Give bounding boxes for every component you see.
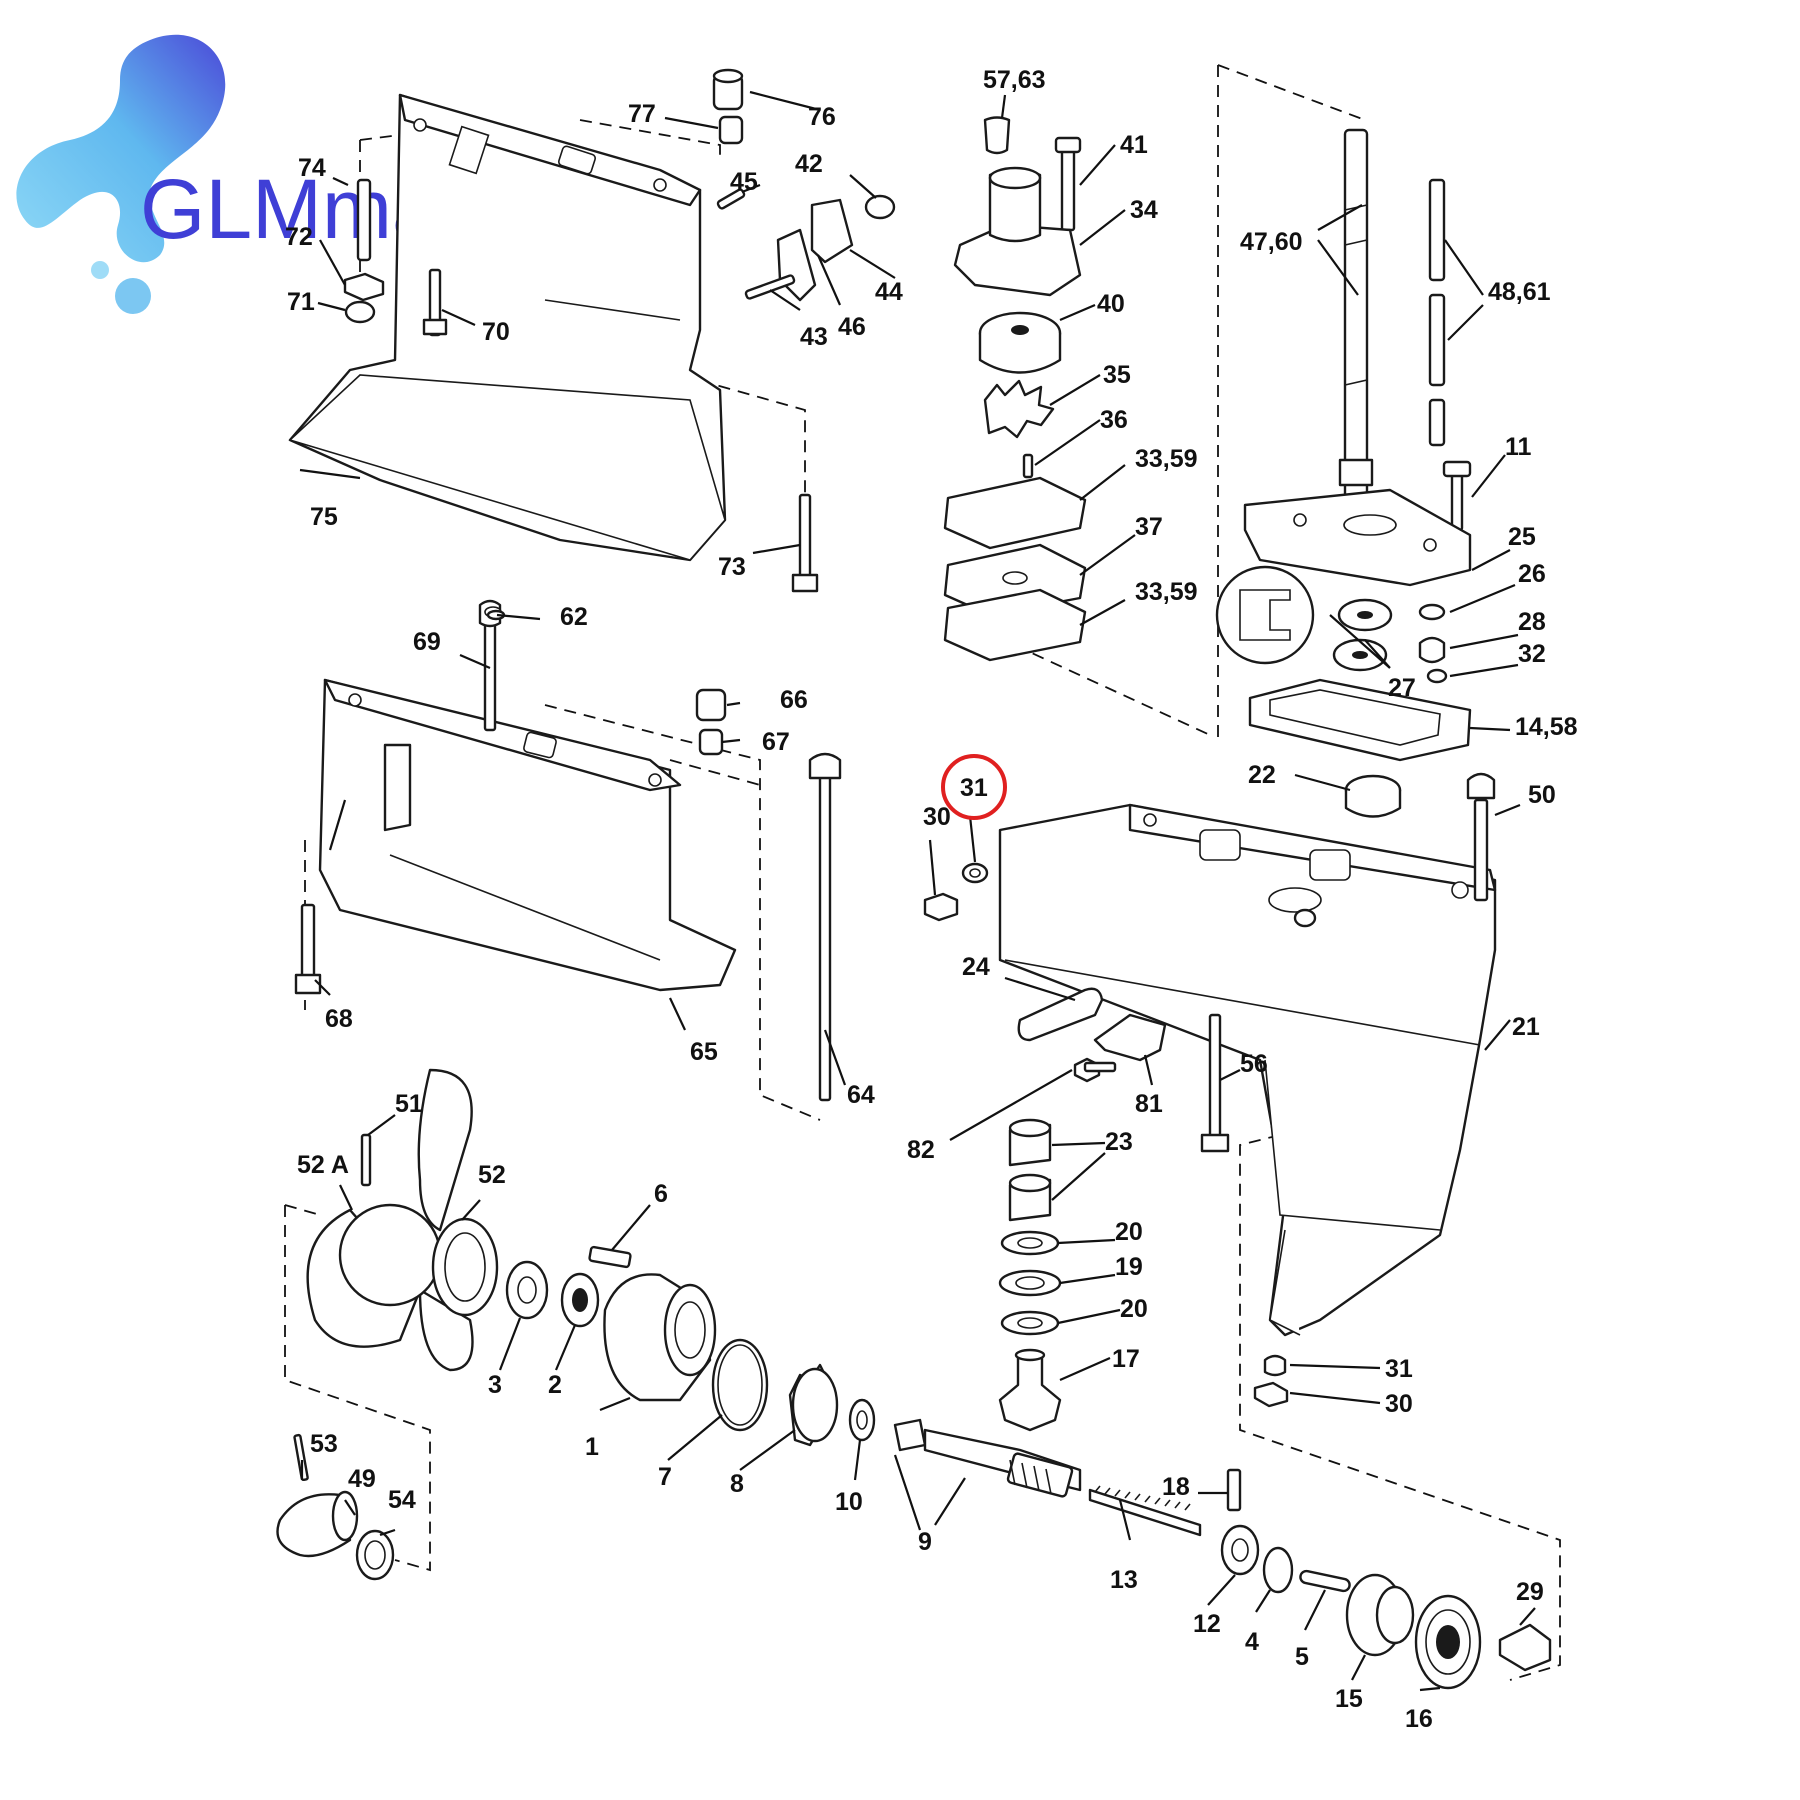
callout-52: 52 (478, 1161, 506, 1189)
leader-lines (299, 90, 1536, 1692)
callout-17: 17 (1112, 1345, 1140, 1373)
callout-9: 9 (918, 1528, 932, 1556)
callout-20-lower: 20 (1120, 1295, 1148, 1323)
water-pump-parts (943, 116, 1087, 662)
propeller-assembly (276, 1068, 499, 1581)
callout-28: 28 (1518, 608, 1546, 636)
callout-13: 13 (1110, 1566, 1138, 1594)
callout-31-lower: 31 (1385, 1355, 1413, 1383)
callout-62: 62 (560, 603, 588, 631)
callout-73: 73 (718, 553, 746, 581)
callout-6: 6 (654, 1180, 668, 1208)
callout-20-upper: 20 (1115, 1218, 1143, 1246)
highlight-circle (941, 754, 1007, 820)
callout-51: 51 (395, 1090, 423, 1118)
callout-64: 64 (847, 1081, 875, 1109)
callout-27: 27 (1388, 674, 1416, 702)
callout-67: 67 (762, 728, 790, 756)
driveshaft-housing-upper (288, 93, 727, 562)
callout-37: 37 (1135, 513, 1163, 541)
callout-16: 16 (1405, 1705, 1433, 1733)
callout-10: 10 (835, 1488, 863, 1516)
callout-57-63: 57,63 (983, 66, 1046, 94)
callout-54: 54 (388, 1486, 416, 1514)
callout-5: 5 (1295, 1643, 1309, 1671)
callout-70: 70 (482, 318, 510, 346)
logo-drop (115, 278, 151, 314)
pump-base-assembly (1215, 488, 1472, 762)
callout-44: 44 (875, 278, 903, 306)
callout-76: 76 (808, 103, 836, 131)
logo-drop-small (91, 261, 109, 279)
callout-labels: 74 72 71 70 75 73 77 76 45 42 44 43 46 5… (285, 66, 1578, 1733)
callout-21: 21 (1512, 1013, 1540, 1041)
pinion-stack (998, 1118, 1062, 1432)
callout-75: 75 (310, 503, 338, 531)
callout-31-highlighted: 31 (960, 774, 988, 802)
propshaft-parts (505, 1245, 1552, 1690)
callout-56: 56 (1240, 1050, 1268, 1078)
callout-45: 45 (730, 168, 758, 196)
callout-53: 53 (310, 1430, 338, 1458)
callout-30-upper: 30 (923, 803, 951, 831)
callout-8: 8 (730, 1470, 744, 1498)
callout-69: 69 (413, 628, 441, 656)
callout-65: 65 (690, 1038, 718, 1066)
callout-50: 50 (1528, 781, 1556, 809)
callout-48-61: 48,61 (1488, 278, 1551, 306)
callout-52A: 52 A (297, 1151, 349, 1179)
trim-parts (1017, 987, 1167, 1083)
callout-1: 1 (585, 1433, 599, 1461)
callout-41: 41 (1120, 131, 1148, 159)
callout-47-60: 47,60 (1240, 228, 1303, 256)
callout-19: 19 (1115, 1253, 1143, 1281)
callout-77: 77 (628, 100, 656, 128)
callout-74: 74 (298, 154, 326, 182)
gear-case (998, 772, 1497, 1408)
callout-30-lower: 30 (1385, 1390, 1413, 1418)
callout-34: 34 (1130, 196, 1158, 224)
callout-71: 71 (287, 288, 315, 316)
callout-35: 35 (1103, 361, 1131, 389)
callout-24: 24 (962, 953, 990, 981)
callout-43: 43 (800, 323, 828, 351)
callout-36: 36 (1100, 406, 1128, 434)
callout-15: 15 (1335, 1685, 1363, 1713)
callout-46: 46 (838, 313, 866, 341)
callout-25: 25 (1508, 523, 1536, 551)
callout-82: 82 (907, 1136, 935, 1164)
callout-40: 40 (1097, 290, 1125, 318)
callout-81: 81 (1135, 1090, 1163, 1118)
upper-housing-hardware (343, 68, 896, 593)
callout-68: 68 (325, 1005, 353, 1033)
callout-11: 11 (1505, 433, 1532, 461)
callout-18: 18 (1162, 1473, 1190, 1501)
callout-23: 23 (1105, 1128, 1133, 1156)
callout-72: 72 (285, 223, 313, 251)
callout-29: 29 (1516, 1578, 1544, 1606)
callout-42: 42 (795, 150, 823, 178)
callout-4: 4 (1245, 1628, 1259, 1656)
callout-22: 22 (1248, 761, 1276, 789)
callout-14-58: 14,58 (1515, 713, 1578, 741)
callout-32: 32 (1518, 640, 1546, 668)
driveshaft-housing-middle (294, 599, 842, 1102)
drain-plug-upper (923, 862, 989, 922)
callout-3: 3 (488, 1371, 502, 1399)
callout-33-59-upper: 33,59 (1135, 445, 1198, 473)
drive-shafts (1338, 128, 1472, 532)
callout-7: 7 (658, 1463, 672, 1491)
callout-49: 49 (348, 1465, 376, 1493)
callout-12: 12 (1193, 1610, 1221, 1638)
callout-33-59-lower: 33,59 (1135, 578, 1198, 606)
callout-66: 66 (780, 686, 808, 714)
logo-splash-shape (16, 34, 226, 263)
callout-2: 2 (548, 1371, 562, 1399)
callout-26: 26 (1518, 560, 1546, 588)
